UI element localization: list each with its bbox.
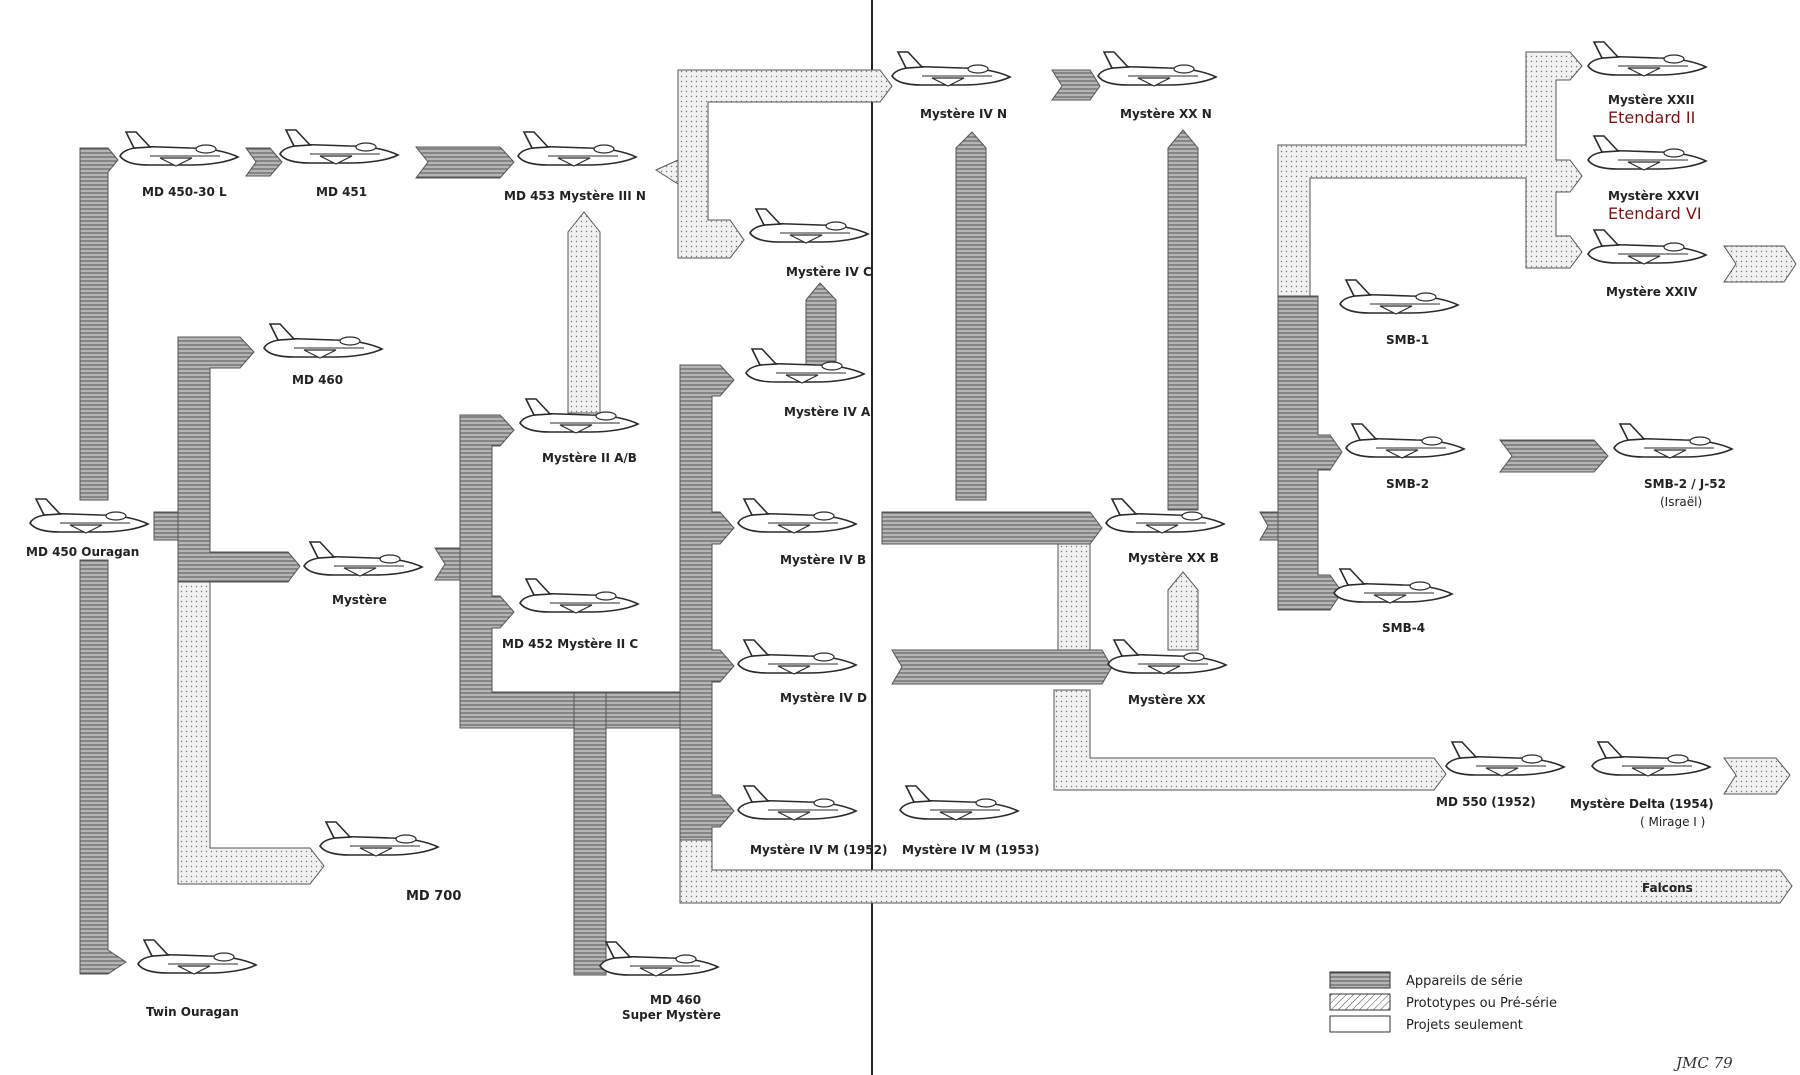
legend-label-prototypes: Prototypes ou Pré-série: [1406, 996, 1557, 1011]
label-mystere-xxb: Mystère XX B: [1128, 551, 1219, 565]
mystere-xx-jet: [1107, 639, 1227, 675]
series-connectors: [79, 69, 1609, 976]
label-mystere: Mystère: [332, 593, 387, 607]
label-md460-super-mystere-2: Super Mystère: [622, 1008, 721, 1022]
md450-30l-jet: [119, 131, 239, 167]
label-md460: MD 460: [292, 373, 343, 387]
label-mystere-ivc: Mystère IV C: [786, 265, 872, 279]
label-md450-ouragan: MD 450 Ouragan: [26, 545, 139, 559]
mystere-ivn-jet: [891, 51, 1011, 87]
label-smb4: SMB-4: [1382, 621, 1425, 635]
md450-ouragan-jet: [29, 498, 149, 534]
md451-jet: [279, 129, 399, 165]
aircraft-silhouettes: [29, 41, 1733, 977]
label-md451: MD 451: [316, 185, 367, 199]
label-etendard-ii: Etendard II: [1608, 108, 1695, 127]
mystere-xxvi-jet: [1587, 135, 1707, 171]
mystere-ivm1-jet: [737, 785, 857, 821]
mystere-xxn-jet: [1097, 51, 1217, 87]
md700-jet: [319, 821, 439, 857]
smb1-jet: [1339, 279, 1459, 315]
label-mirage-i: ( Mirage I ): [1640, 815, 1705, 829]
mystere-ivc-jet: [749, 208, 869, 244]
smb2-j52-jet: [1613, 423, 1733, 459]
mystere-ivd-jet: [737, 639, 857, 675]
label-md453: MD 453 Mystère III N: [504, 189, 646, 203]
project-connectors: [177, 51, 1797, 904]
label-mystere-ivb: Mystère IV B: [780, 553, 866, 567]
aircraft-labels: MD 450-30 L MD 451 MD 453 Mystère III N …: [26, 93, 1726, 1022]
label-smb2-j52: SMB-2 / J-52: [1644, 477, 1726, 491]
legend-swatch-projets: [1329, 1015, 1391, 1033]
label-twin-ouragan: Twin Ouragan: [146, 1005, 239, 1019]
label-mystere-ivm-1: Mystère IV M (1952): [750, 843, 887, 857]
mystere-ivm2-jet: [899, 785, 1019, 821]
label-mystere-xxvi: Mystère XXVI: [1608, 189, 1699, 203]
signature: JMC 79: [1673, 1054, 1733, 1072]
label-mystere-xx: Mystère XX: [1128, 693, 1206, 707]
label-mystere-xxii: Mystère XXII: [1608, 93, 1694, 107]
label-md460-super-mystere-1: MD 460: [650, 993, 701, 1007]
smb4-jet: [1333, 568, 1453, 604]
legend-label-serie: Appareils de série: [1406, 974, 1523, 989]
label-md450-30l: MD 450-30 L: [142, 185, 227, 199]
mystere-delta-jet: [1591, 741, 1711, 777]
label-md700: MD 700: [406, 889, 461, 904]
label-mystere-delta: Mystère Delta (1954): [1570, 797, 1714, 811]
twin-ouragan-jet: [137, 939, 257, 975]
label-mystere-xxiv: Mystère XXIV: [1606, 285, 1698, 299]
mystere-xxii-jet: [1587, 41, 1707, 77]
md460-super-mystere-jet: [599, 941, 719, 977]
label-mystere-iva: Mystère IV A: [784, 405, 871, 419]
smb2-jet: [1345, 423, 1465, 459]
legend-label-projets: Projets seulement: [1406, 1018, 1523, 1033]
label-mystere-ivn: Mystère IV N: [920, 107, 1007, 121]
md550-jet: [1445, 741, 1565, 777]
label-falcons: Falcons: [1642, 881, 1693, 895]
label-smb2-j52-sub: (Israël): [1660, 495, 1702, 509]
label-etendard-vi: Etendard VI: [1608, 204, 1702, 223]
mystere-xxiv-jet: [1587, 229, 1707, 265]
label-smb2: SMB-2: [1386, 477, 1429, 491]
legend: Appareils de série Prototypes ou Pré-sér…: [1329, 971, 1557, 1033]
md452-jet: [519, 578, 639, 614]
mystere-iva-jet: [745, 348, 865, 384]
md460-jet: [263, 323, 383, 359]
mystere-jet: [303, 541, 423, 577]
label-mystere-iiab: Mystère II A/B: [542, 451, 637, 465]
mystere-xxb-jet: [1105, 498, 1225, 534]
label-mystere-xxn: Mystère XX N: [1120, 107, 1212, 121]
label-md452: MD 452 Mystère II C: [502, 637, 638, 651]
label-md550: MD 550 (1952): [1436, 795, 1536, 809]
mystere-ivb-jet: [737, 498, 857, 534]
md453-jet: [517, 131, 637, 167]
label-mystere-ivm-2: Mystère IV M (1953): [902, 843, 1039, 857]
legend-swatch-serie: [1329, 971, 1391, 989]
legend-swatch-prototypes: [1329, 993, 1391, 1011]
label-smb1: SMB-1: [1386, 333, 1429, 347]
label-mystere-ivd: Mystère IV D: [780, 691, 867, 705]
